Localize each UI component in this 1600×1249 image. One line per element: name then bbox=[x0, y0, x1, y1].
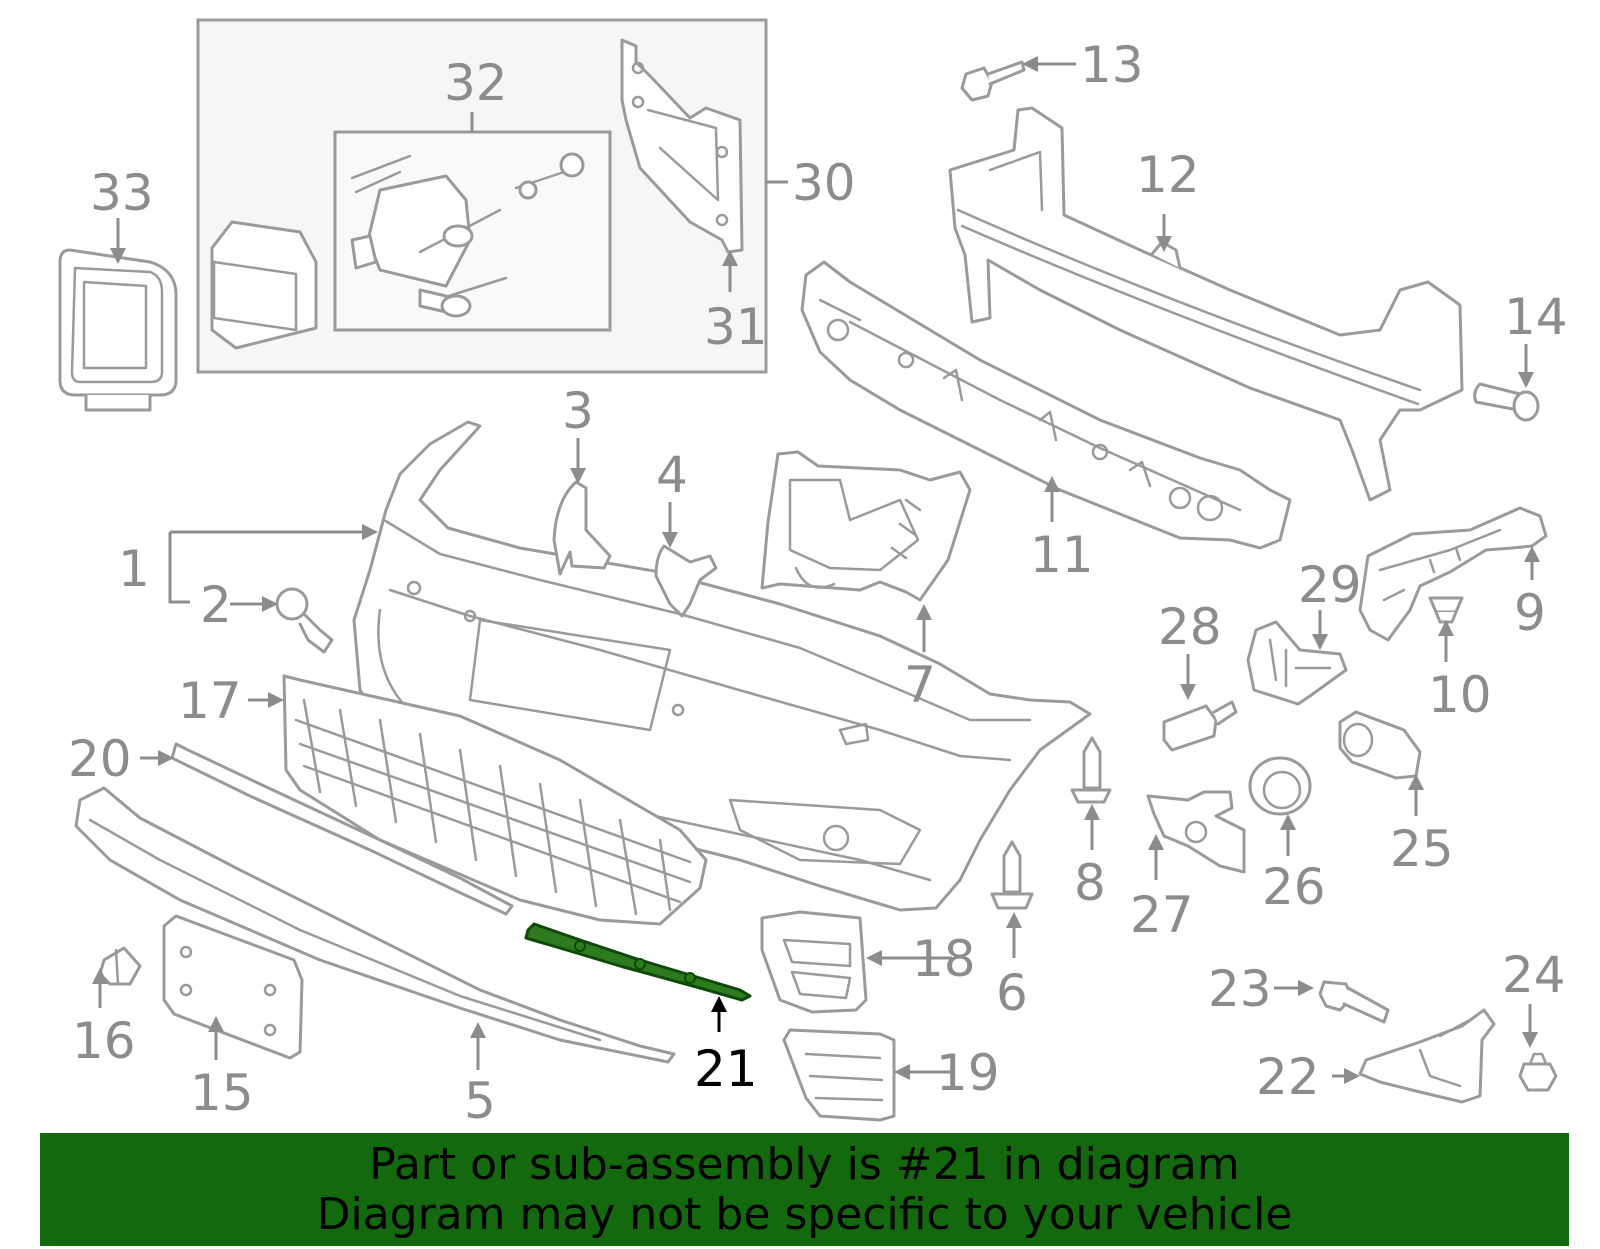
part-3-trim bbox=[552, 480, 612, 576]
callout-11: 11 bbox=[1030, 526, 1094, 584]
callout-10: 10 bbox=[1428, 666, 1492, 724]
part-25-park-sensor bbox=[1338, 710, 1422, 780]
part-14-bolt bbox=[1473, 382, 1540, 422]
callout-23: 23 bbox=[1208, 960, 1272, 1018]
part-23-bolt bbox=[1318, 980, 1390, 1024]
banner-line-2: Diagram may not be specific to your vehi… bbox=[316, 1188, 1293, 1240]
info-banner: Part or sub-assembly is #21 in diagram D… bbox=[40, 1133, 1569, 1246]
callout-20: 20 bbox=[68, 730, 132, 788]
part-15-plate-bracket bbox=[162, 914, 304, 1060]
callout-17: 17 bbox=[178, 672, 242, 730]
leader-arrowheads bbox=[92, 56, 1540, 1084]
callout-4: 4 bbox=[656, 446, 688, 504]
part-12-reinforcement-bar bbox=[948, 106, 1464, 502]
callout-31: 31 bbox=[704, 298, 768, 356]
callout-19: 19 bbox=[936, 1044, 1000, 1102]
callout-26: 26 bbox=[1262, 858, 1326, 916]
callout-33: 33 bbox=[90, 164, 154, 222]
callout-7: 7 bbox=[904, 656, 936, 714]
part-7-bracket bbox=[760, 450, 972, 602]
part-27-sensor-bracket bbox=[1146, 790, 1246, 874]
callout-30: 30 bbox=[792, 154, 856, 212]
part-6-screw bbox=[990, 840, 1034, 910]
part-24-nut bbox=[1518, 1052, 1558, 1092]
part-17-lower-grille bbox=[282, 674, 708, 926]
callout-16: 16 bbox=[72, 1012, 136, 1070]
callout-2: 2 bbox=[200, 576, 232, 634]
part-4-trim bbox=[654, 544, 718, 618]
callout-6: 6 bbox=[996, 964, 1028, 1022]
part-30-bracket bbox=[620, 38, 744, 254]
part-2-cover-cap bbox=[275, 587, 334, 654]
callout-32: 32 bbox=[444, 54, 508, 112]
part-19-fog-trim bbox=[782, 1028, 896, 1122]
callout-3: 3 bbox=[562, 382, 594, 440]
part-18-fog-trim bbox=[760, 910, 868, 1014]
callout-29: 29 bbox=[1298, 556, 1362, 614]
callout-27: 27 bbox=[1130, 886, 1194, 944]
callout-22: 22 bbox=[1256, 1048, 1320, 1106]
part-21-trim-highlighted bbox=[524, 922, 752, 1002]
part-8-screw bbox=[1070, 736, 1112, 804]
callout-28: 28 bbox=[1158, 598, 1222, 656]
part-29-bracket bbox=[1246, 620, 1348, 706]
callout-25: 25 bbox=[1390, 820, 1454, 878]
callout-8: 8 bbox=[1074, 854, 1106, 912]
part-20-trim-strip bbox=[170, 742, 514, 916]
part-28-sensor bbox=[1162, 700, 1238, 752]
callout-15: 15 bbox=[190, 1064, 254, 1122]
part-13-bolt bbox=[960, 60, 1026, 102]
callout-24: 24 bbox=[1502, 946, 1566, 1004]
part-16-clip bbox=[98, 946, 142, 986]
banner-line-1: Part or sub-assembly is #21 in diagram bbox=[369, 1138, 1240, 1190]
callout-14: 14 bbox=[1504, 288, 1568, 346]
part-32-radar-module bbox=[210, 152, 585, 350]
part-10-clip bbox=[1428, 596, 1464, 624]
part-5-lower-spoiler bbox=[74, 786, 676, 1064]
part-22-bracket bbox=[1358, 1008, 1496, 1104]
callout-9: 9 bbox=[1514, 584, 1546, 642]
part-33-module-housing bbox=[58, 248, 178, 412]
callout-labels: 1 2 3 4 5 6 7 8 9 10 11 12 13 14 15 16 1… bbox=[68, 36, 1568, 1130]
callout-1: 1 bbox=[118, 540, 150, 598]
callout-5: 5 bbox=[464, 1072, 496, 1130]
callout-21: 21 bbox=[694, 1040, 758, 1098]
part-26-ring bbox=[1248, 756, 1312, 816]
callout-13: 13 bbox=[1080, 36, 1144, 94]
part-11-energy-absorber bbox=[800, 260, 1292, 550]
part-9-bracket bbox=[1358, 506, 1548, 642]
callout-12: 12 bbox=[1136, 146, 1200, 204]
callout-18: 18 bbox=[912, 930, 976, 988]
